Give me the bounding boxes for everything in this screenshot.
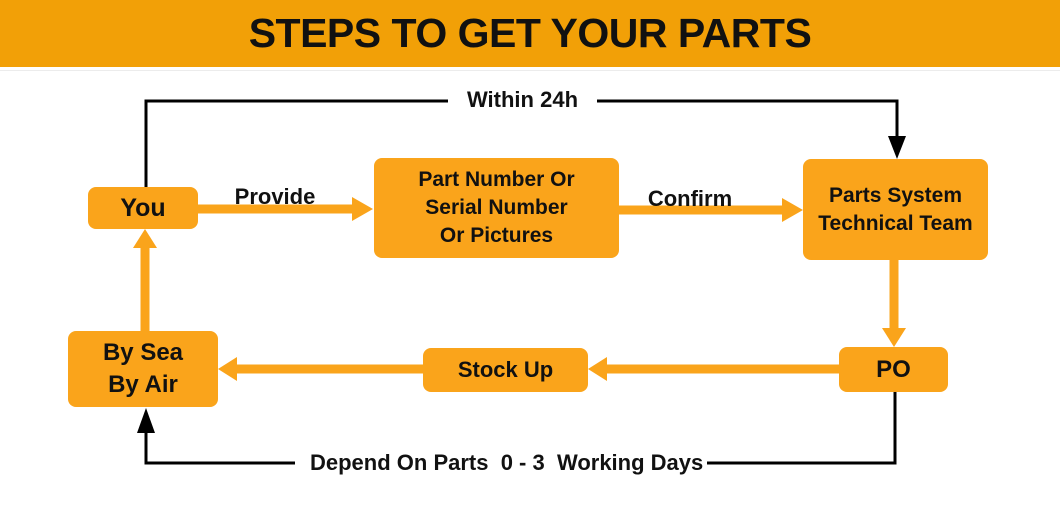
node-you: You (88, 187, 198, 229)
node-you-label: You (120, 193, 166, 222)
node-po: PO (839, 347, 948, 392)
node-technical-team-line1: Parts System (828, 183, 963, 207)
edge-label-depend-on-parts: Depend On Parts 0 - 3 Working Days (310, 450, 704, 475)
arrow-team-to-po-head (882, 328, 906, 347)
arrow-you-to-request-head (352, 197, 373, 221)
arrow-po-to-stock-head (588, 357, 607, 381)
page-title: STEPS TO GET YOUR PARTS (248, 10, 812, 56)
line-depend-left (144, 433, 295, 465)
node-stock-up-label: Stock Up (457, 357, 554, 383)
node-part-number-line3: Or Pictures (439, 223, 554, 247)
node-technical-team-line2: Technical Team (818, 211, 973, 235)
edge-label-within-24h: Within 24h (466, 87, 579, 112)
arrow-shipping-to-you-head (133, 229, 157, 248)
node-part-number-line1: Part Number Or (418, 168, 575, 192)
node-part-number-line2: Serial Number (425, 196, 568, 220)
arrow-stock-to-shipping-head (218, 357, 237, 381)
node-stock-up: Stock Up (423, 348, 588, 392)
arrow-request-to-team-head (782, 198, 803, 222)
line-depend-right (707, 392, 897, 465)
edge-label-confirm: Confirm (647, 186, 733, 211)
line-within24h-right (597, 99, 899, 136)
edge-label-provide: Provide (234, 184, 316, 209)
node-technical-team: Parts System Technical Team (803, 159, 988, 260)
node-po-label: PO (876, 355, 911, 383)
node-shipping: By Sea By Air (68, 331, 218, 407)
header-divider (0, 70, 1060, 71)
line-within24h-arrowhead (888, 136, 906, 159)
line-depend-arrowhead (137, 408, 155, 433)
node-shipping-line2: By Air (108, 371, 178, 398)
header-banner: STEPS TO GET YOUR PARTS (0, 0, 1060, 67)
node-shipping-line1: By Sea (102, 339, 184, 367)
node-part-number: Part Number Or Serial Number Or Pictures (374, 158, 619, 258)
